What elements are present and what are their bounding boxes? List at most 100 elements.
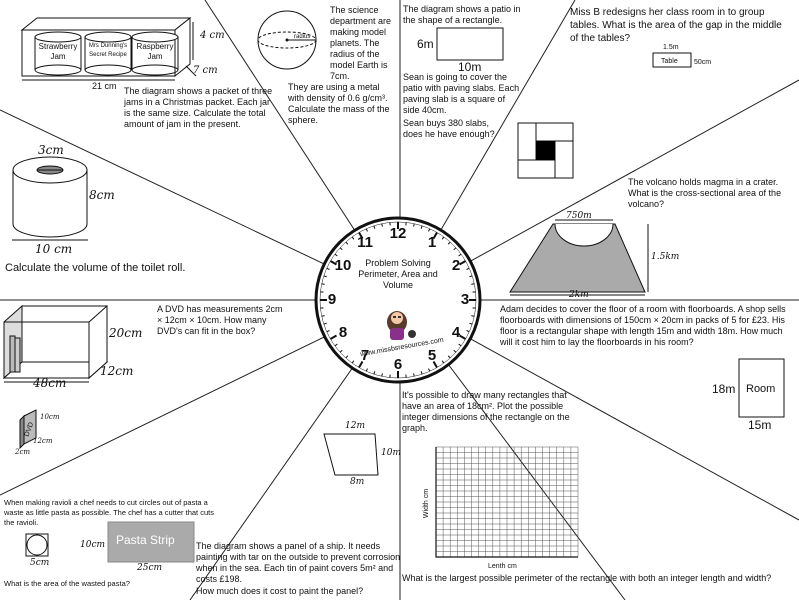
clock-number-9: 9 (327, 291, 337, 308)
clock-tick (329, 260, 338, 266)
pasta-strip-label: Pasta Strip (116, 533, 175, 547)
clock-number-8: 8 (338, 324, 348, 341)
ravioli-circle-label: 5cm (30, 558, 50, 568)
clock-number-1: 1 (427, 234, 437, 251)
clock-number-2: 2 (451, 257, 461, 274)
clock-tick (326, 267, 330, 270)
clock-tick (471, 315, 475, 317)
clock-tick (432, 360, 438, 369)
clock-tick (345, 241, 349, 245)
clock-number-11: 11 (357, 234, 373, 251)
clock-tick (420, 371, 423, 375)
trapezium-top-label: 12m (345, 421, 365, 431)
clock-number-6: 6 (393, 356, 403, 373)
jam-jar-label-3: Raspberry Jam (136, 42, 174, 61)
clock-tick (432, 231, 438, 240)
clock-tick (334, 253, 338, 257)
tables-question: Miss B redesigns her class room in to gr… (570, 7, 782, 44)
dvd-question: A DVD has measurements 2cm × 12cm × 10cm… (157, 304, 283, 336)
clock-tick (323, 322, 327, 325)
clock-tick (334, 343, 338, 347)
patio-height-label: 6m (417, 37, 434, 51)
pasta-length-label: 25cm (137, 563, 163, 573)
clock-tick (458, 253, 462, 257)
clock-tick (469, 275, 473, 278)
clock-number-12: 12 (389, 225, 407, 242)
clock-tick (339, 349, 343, 353)
toilet-question: Calculate the volume of the toilet roll. (5, 262, 186, 274)
clock-tick (329, 334, 338, 340)
volcano-top-label: 750m (566, 211, 592, 221)
clock-tick (365, 368, 368, 372)
trapezium-base-label: 8m (350, 477, 365, 487)
patio-text-2: Sean is going to cover the patio with pa… (403, 72, 520, 115)
clock-tick (469, 322, 473, 325)
ravioli-question: What is the area of the wasted pasta? (4, 579, 130, 588)
clock-tick (458, 343, 462, 347)
jam-question: The diagram shows a packet of three jams… (124, 86, 273, 129)
clock-tick (458, 334, 467, 340)
clock-tick (339, 247, 343, 251)
planet-text-1: The science department are making model … (330, 5, 392, 81)
clock-tick (365, 228, 368, 232)
dvd-box-length-label: 48cm (33, 376, 67, 390)
clock-tick (373, 371, 376, 375)
graph-x-axis-label: Lenth cm (488, 563, 517, 570)
clock-tick (471, 283, 475, 285)
jam-height-label: 4 cm (200, 30, 225, 41)
floor-question: Adam decides to cover the floor of a roo… (500, 304, 786, 347)
clock-tick (358, 231, 364, 240)
jam-depth-label: 7 cm (193, 65, 218, 76)
clock-tick (345, 355, 349, 359)
clock-tick (420, 225, 423, 229)
clock-tick (358, 360, 364, 369)
clock-tick (381, 223, 383, 227)
clock-tick (413, 223, 415, 227)
clock-number-5: 5 (427, 347, 437, 364)
clock-number-10: 10 (334, 257, 352, 274)
clock-tick (381, 373, 383, 377)
volcano-base-label: 2km (569, 290, 589, 300)
clock-number-3: 3 (460, 291, 470, 308)
clock-number-7: 7 (360, 347, 370, 364)
patio-text-1: The diagram shows a patio in the shape o… (403, 4, 521, 25)
planet-text-2: They are using a metal with density of 0… (288, 82, 390, 125)
dvd-box-height-label: 20cm (109, 326, 143, 340)
jam-jar-label-2: Mrs Dunning's Secret Recipe (88, 43, 128, 58)
dvd-width-label: 12cm (33, 437, 53, 445)
clock-tick (373, 225, 376, 229)
jam-length-label: 21 cm (92, 81, 117, 91)
clock-tick (428, 228, 431, 232)
clock-tick (466, 330, 470, 333)
table-width-label: 1.5m (663, 44, 679, 51)
room-height-label: 18m (712, 382, 736, 396)
pasta-height-label: 10cm (80, 540, 106, 550)
dvd-box-depth-label: 12cm (100, 364, 134, 378)
toilet-width-label: 10 cm (35, 242, 73, 256)
clock-ticks (320, 222, 476, 378)
clock-tick (447, 241, 451, 245)
clock-tick (321, 315, 325, 317)
patio-width-label: 10m (458, 60, 482, 74)
clock-tick (323, 275, 327, 278)
clock-tick (413, 373, 415, 377)
ravioli-text: When making ravioli a chef needs to cut … (4, 498, 214, 527)
sphere-radius-label: radius (294, 34, 311, 40)
table-label: Table (661, 58, 678, 65)
clock-tick (447, 355, 451, 359)
center-title: Problem Solving Perimeter, Area and Volu… (358, 258, 438, 290)
clock-tick (321, 283, 325, 285)
trapezium-side-label: 10m (381, 448, 401, 458)
rectangles-question: What is the largest possible perimeter o… (402, 573, 772, 583)
clock-tick (351, 236, 355, 240)
